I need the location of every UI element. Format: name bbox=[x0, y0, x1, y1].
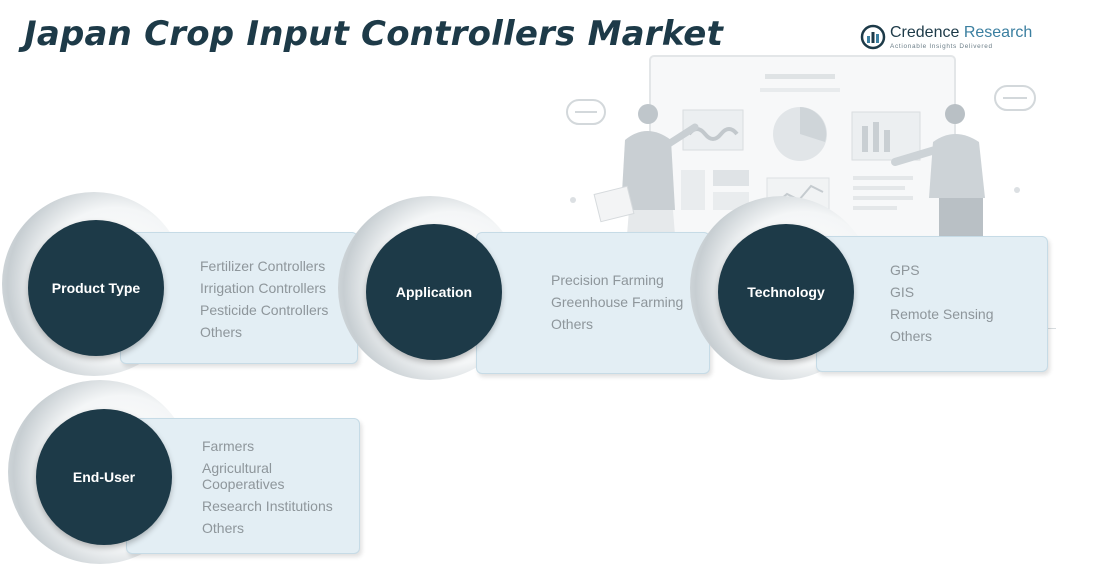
segment-label: Technology bbox=[747, 284, 825, 300]
segment-items: GPS GIS Remote Sensing Others bbox=[890, 259, 994, 347]
segment-application: Application Precision Farming Greenhouse… bbox=[338, 196, 712, 380]
list-item: Others bbox=[200, 324, 243, 340]
list-item: Precision Farming bbox=[551, 272, 664, 288]
brand-tagline: Actionable Insights Delivered bbox=[890, 43, 993, 50]
segment-items: Precision Farming Greenhouse Farming Oth… bbox=[551, 269, 683, 335]
list-item: Agricultural Cooperatives bbox=[202, 460, 285, 492]
list-item: Others bbox=[890, 328, 933, 344]
list-item: Research Institutions bbox=[202, 498, 333, 514]
segment-end-user: End-User Farmers Agricultural Cooperativ… bbox=[8, 380, 362, 564]
credence-logo-icon bbox=[860, 24, 886, 50]
segment-product-type: Product Type Fertilizer Controllers Irri… bbox=[0, 192, 360, 376]
list-item: Others bbox=[551, 316, 594, 332]
list-item: Pesticide Controllers bbox=[200, 302, 329, 318]
segment-disc: End-User bbox=[36, 409, 172, 545]
segment-disc: Product Type bbox=[28, 220, 164, 356]
list-item: Remote Sensing bbox=[890, 306, 994, 322]
list-item: GIS bbox=[890, 284, 915, 300]
segment-items: Fertilizer Controllers Irrigation Contro… bbox=[200, 255, 328, 343]
segment-panel bbox=[476, 232, 710, 374]
segment-label: End-User bbox=[72, 469, 136, 485]
list-item: Fertilizer Controllers bbox=[200, 258, 326, 274]
list-item: GPS bbox=[890, 262, 920, 278]
segment-disc: Application bbox=[366, 224, 502, 360]
segment-panel bbox=[816, 236, 1048, 372]
segment-technology: Technology GPS GIS Remote Sensing Others bbox=[690, 196, 1050, 380]
segment-label: Application bbox=[395, 284, 473, 300]
page-title: Japan Crop Input Controllers Market bbox=[24, 14, 724, 54]
brand-name: Credence Research bbox=[890, 24, 1032, 42]
list-item: Irrigation Controllers bbox=[200, 280, 327, 296]
segment-disc: Technology bbox=[718, 224, 854, 360]
segment-label: Product Type bbox=[51, 280, 141, 296]
list-item: Others bbox=[202, 520, 245, 536]
brand-logo: Credence Research Actionable Insights De… bbox=[860, 22, 1060, 56]
list-item: Greenhouse Farming bbox=[551, 294, 684, 310]
brand-name-part2: Research bbox=[959, 24, 1033, 41]
list-item: Farmers bbox=[202, 438, 255, 454]
brand-name-part1: Credence bbox=[890, 24, 960, 41]
segment-items: Farmers Agricultural Cooperatives Resear… bbox=[202, 435, 333, 539]
